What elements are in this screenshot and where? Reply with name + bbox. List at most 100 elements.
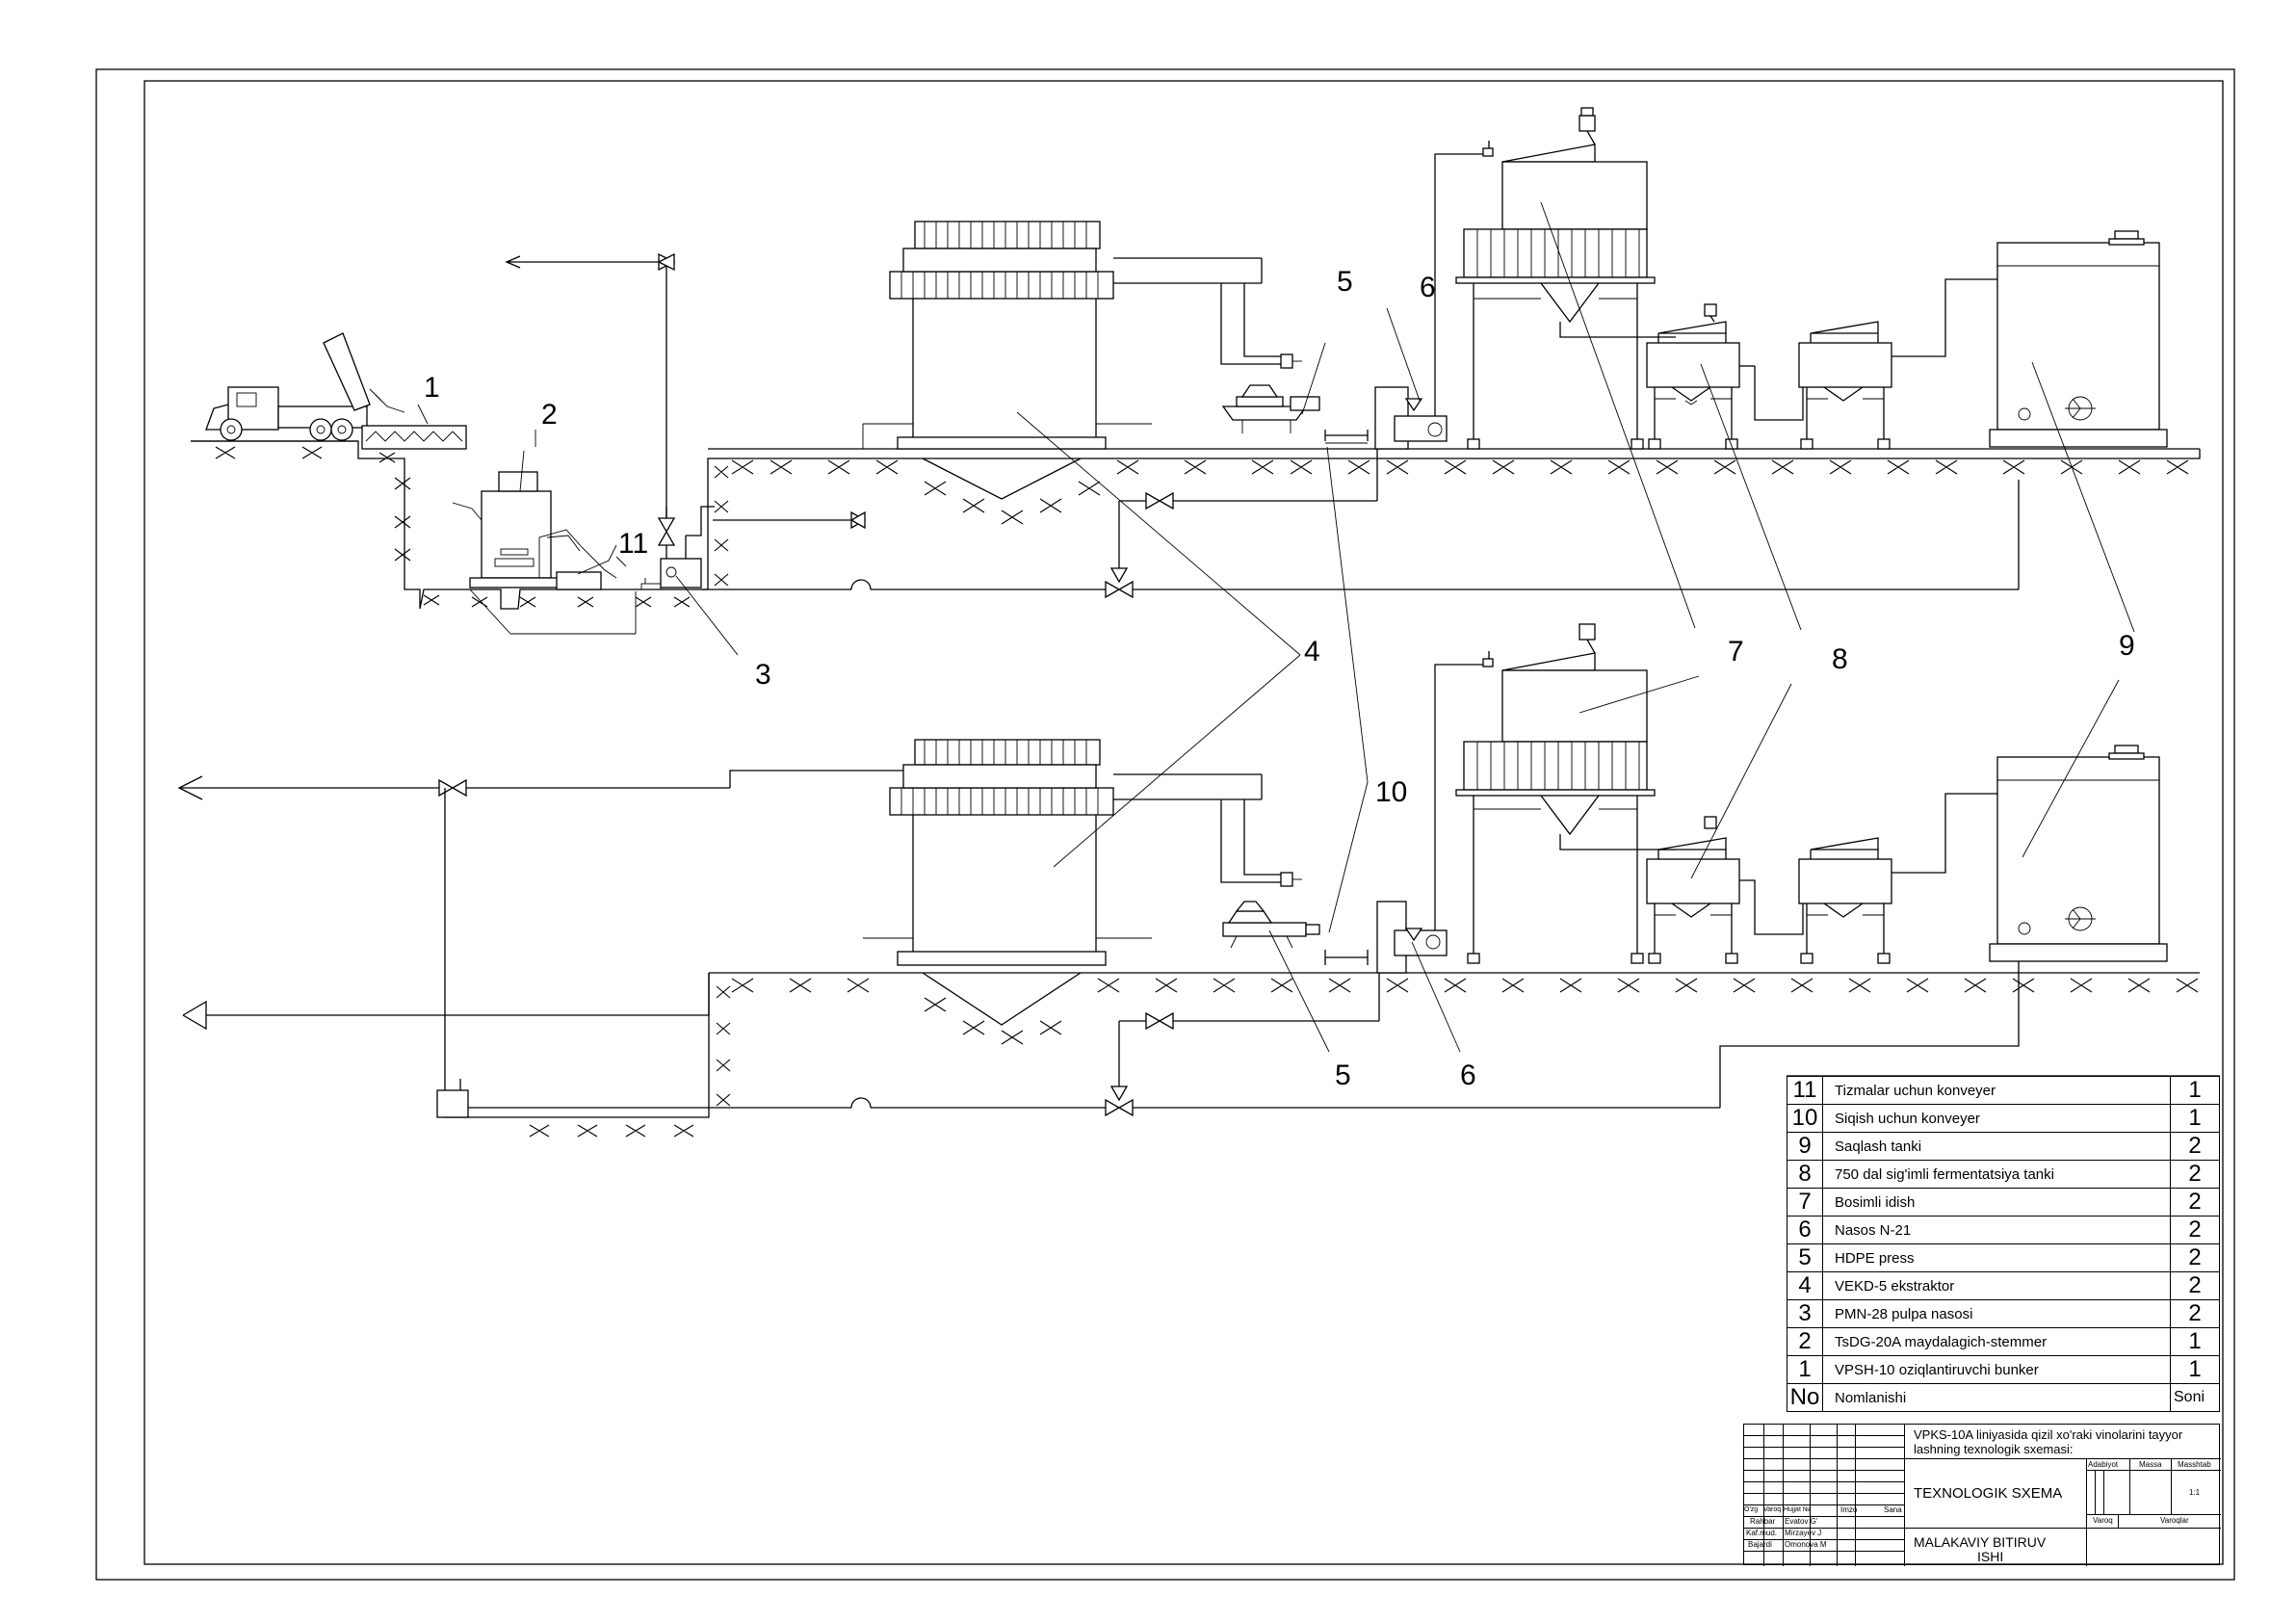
extractor-4-bottom xyxy=(863,739,1302,1026)
callout-3: 3 xyxy=(755,659,771,691)
part-name: Saqlash tanki xyxy=(1822,1132,2171,1161)
top-process-line xyxy=(191,107,2201,933)
name-bajardi: Omonova M xyxy=(1785,1540,1827,1549)
valve-top-a xyxy=(657,252,676,272)
work-line-2: ISHI xyxy=(1977,1549,2004,1564)
pulp-pump-3 xyxy=(640,536,702,590)
part-number: 4 xyxy=(1787,1271,1823,1300)
part-name: Bosimli idish xyxy=(1822,1188,2171,1216)
col-izm: O'zg xyxy=(1744,1506,1759,1513)
part-number: 10 xyxy=(1787,1104,1823,1133)
name-kaf: Mirzayev J xyxy=(1785,1529,1822,1537)
leader-lines-top xyxy=(417,201,2135,933)
callout-5-bottom: 5 xyxy=(1335,1060,1351,1091)
fermentation-tank-8b-top xyxy=(1798,321,1892,450)
title-block: O'zg Varoq Hujjat № Imzo Sana Rahbar Eva… xyxy=(1743,1424,2221,1566)
varoq: Varoq xyxy=(2093,1516,2113,1525)
valve-side-top xyxy=(849,510,867,530)
masshtab: Masshtab xyxy=(2178,1460,2211,1469)
part-quantity: 2 xyxy=(2170,1160,2220,1189)
col-varoq: Varoq xyxy=(1763,1506,1782,1513)
outer-frame xyxy=(95,68,2235,1581)
hdpe-press-5-top xyxy=(1221,384,1320,433)
part-number: 3 xyxy=(1787,1299,1823,1328)
storage-tank-9-top xyxy=(1989,230,2168,448)
adabiyot: Adabiyot xyxy=(2088,1460,2119,1469)
work-line-1: MALAKAVIY BITIRUV xyxy=(1914,1534,2047,1550)
part-name: HDPE press xyxy=(1822,1243,2171,1272)
part-quantity: 2 xyxy=(2170,1299,2220,1328)
pressure-vessel-7-top xyxy=(1455,107,1656,450)
callout-4: 4 xyxy=(1304,636,1320,667)
part-name: TsDG-20A maydalagich-stemmer xyxy=(1822,1327,2171,1356)
callout-7: 7 xyxy=(1728,636,1744,667)
ridge-conveyor-11 xyxy=(577,544,617,575)
doc-type: TEXNOLOGIK SXEMA xyxy=(1914,1485,2063,1502)
header-name: Nomlanishi xyxy=(1822,1383,2171,1412)
part-name: VPSH-10 oziqlantiruvchi bunker xyxy=(1822,1355,2171,1384)
ground-hatching-top xyxy=(215,446,2189,608)
part-name: 750 dal sig'imli fermentatsiya tanki xyxy=(1822,1160,2171,1189)
col-imzo: Imzo xyxy=(1840,1505,1858,1514)
header-quantity: Soni xyxy=(2170,1383,2220,1412)
part-name: Tizmalar uchun konveyer xyxy=(1822,1076,2171,1105)
part-name: Nasos N-21 xyxy=(1822,1216,2171,1244)
part-number: 8 xyxy=(1787,1160,1823,1189)
part-number: 11 xyxy=(1787,1076,1823,1105)
valve-top-b xyxy=(657,517,676,546)
title-line-1: VPKS-10A liniyasida qizil xo'raki vinola… xyxy=(1914,1427,2183,1442)
hdpe-press-5-bottom xyxy=(1222,901,1320,949)
ground-hatching-bottom xyxy=(529,978,2199,1138)
part-number: 1 xyxy=(1787,1355,1823,1384)
scale: 1:1 xyxy=(2189,1488,2201,1497)
part-quantity: 1 xyxy=(2170,1076,2220,1105)
pump-6-top xyxy=(1374,386,1448,450)
bottom-process-line xyxy=(177,623,2200,1138)
fermentation-tank-8b-bottom xyxy=(1798,837,1892,964)
extractor-4-top xyxy=(862,221,1302,500)
callout-8: 8 xyxy=(1832,643,1848,675)
callout-5-top: 5 xyxy=(1337,266,1353,298)
callout-6-bottom: 6 xyxy=(1460,1060,1476,1091)
callout-11: 11 xyxy=(618,528,648,560)
press-conveyor-10-bottom xyxy=(1324,950,1369,965)
part-quantity: 1 xyxy=(2170,1104,2220,1133)
role-kaf: Kaf.mud. xyxy=(1746,1529,1778,1537)
part-number: 9 xyxy=(1787,1132,1823,1161)
fermentation-tank-8a-bottom xyxy=(1646,816,1740,964)
inner-frame xyxy=(144,80,2224,1565)
fermentation-tank-8a-top xyxy=(1646,303,1740,450)
massa: Massa xyxy=(2139,1460,2162,1469)
feeder-bunker-1 xyxy=(361,425,467,450)
part-number: 7 xyxy=(1787,1188,1823,1216)
role-bajardi: Bajardi xyxy=(1748,1540,1772,1549)
varoqlar: Varoqlar xyxy=(2160,1516,2189,1525)
leader-lines-bottom xyxy=(1268,675,2120,1053)
callout-10: 10 xyxy=(1375,776,1407,808)
col-sana: Sana xyxy=(1884,1505,1902,1514)
part-number: 2 xyxy=(1787,1327,1823,1356)
col-hujjat: Hujjat № xyxy=(1784,1506,1811,1513)
callout-9: 9 xyxy=(2119,630,2135,662)
callout-1: 1 xyxy=(424,372,440,404)
title-line-2: lashning texnologik sxemasi: xyxy=(1914,1442,2074,1456)
header-number: No xyxy=(1787,1383,1823,1412)
part-quantity: 2 xyxy=(2170,1188,2220,1216)
part-name: VEKD-5 ekstraktor xyxy=(1822,1271,2171,1300)
part-name: PMN-28 pulpa nasosi xyxy=(1822,1299,2171,1328)
storage-tank-9-bottom xyxy=(1989,745,2168,962)
crusher-destemmer-2 xyxy=(452,471,637,635)
part-quantity: 2 xyxy=(2170,1271,2220,1300)
pump-6-bottom xyxy=(1376,901,1448,974)
part-name: Siqish uchun konveyer xyxy=(1822,1104,2171,1133)
pressure-vessel-7-bottom xyxy=(1455,623,1656,964)
